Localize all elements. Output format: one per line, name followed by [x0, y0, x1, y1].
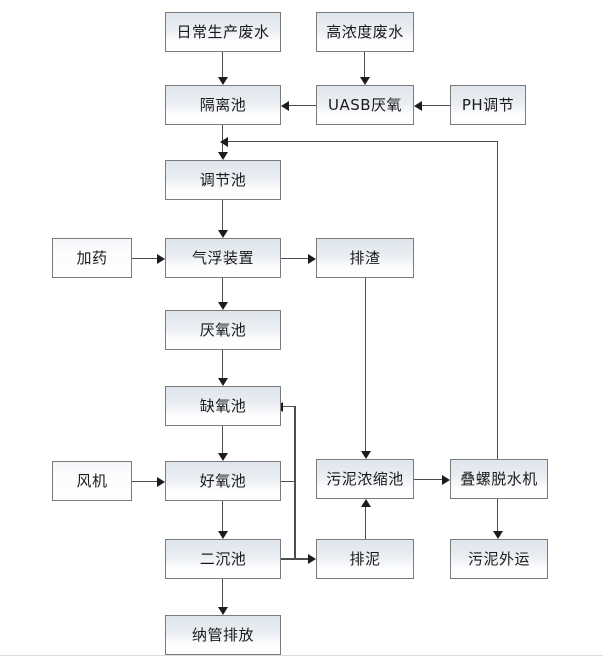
node-sludge-thickener[interactable]: 污泥浓缩池: [316, 459, 414, 499]
arrowhead-thickener-to-screwpress: [442, 475, 450, 485]
arrowhead-sludgedischarge-to-thickener: [361, 499, 371, 507]
edge-thickener-to-screwpress: [414, 479, 442, 480]
node-isolation-tank[interactable]: 隔离池: [165, 85, 281, 125]
node-secondary-clarifier[interactable]: 二沉池: [165, 539, 281, 579]
edge-return-riser-to-anoxic: [283, 406, 295, 407]
arrowhead-clarifier-to-pipedischarge: [218, 607, 228, 615]
edge-aerobic-to-return-riser: [281, 481, 295, 482]
node-high-concentration-wastewater[interactable]: 高浓度废水: [316, 12, 414, 52]
arrowhead-anaerobic-to-anoxic: [218, 378, 228, 386]
node-label: 二沉池: [199, 549, 247, 568]
arrowhead-dosing-to-flotation: [157, 254, 165, 264]
edge-clarifier-to-pipedischarge: [222, 579, 223, 607]
arrowhead-equalization-to-flotation: [218, 230, 228, 238]
node-aerobic-tank[interactable]: 好氧池: [165, 461, 281, 501]
node-label: 纳管排放: [191, 625, 254, 644]
node-label: 好氧池: [199, 471, 247, 490]
node-label: 叠螺脱水机: [460, 469, 538, 488]
node-label: 风机: [76, 471, 108, 490]
node-sludge-discharge[interactable]: 排泥: [316, 539, 414, 579]
edge-equalization-to-flotation: [222, 200, 223, 230]
arrowhead-return-to-equalization: [220, 137, 228, 147]
node-anoxic-tank[interactable]: 缺氧池: [165, 386, 281, 426]
node-label: 排渣: [349, 248, 381, 267]
node-label: UASB厌氧: [327, 95, 403, 114]
node-label: 污泥浓缩池: [326, 469, 404, 488]
edge-return-riser-horizontal: [228, 141, 498, 142]
node-pipe-network-discharge[interactable]: 纳管排放: [165, 615, 281, 655]
node-slag-discharge[interactable]: 排渣: [316, 238, 414, 278]
node-uasb-anaerobic[interactable]: UASB厌氧: [316, 85, 414, 125]
arrowhead-blower-to-aerobic: [157, 477, 165, 487]
arrowhead-aerobic-to-clarifier: [218, 531, 228, 539]
edge-flotation-to-anaerobic: [222, 278, 223, 302]
edge-anoxic-to-aerobic: [222, 426, 223, 453]
edge-sludge-return-riser: [294, 406, 296, 559]
arrowhead-uasb-to-isolation: [281, 101, 289, 111]
edge-uasb-to-isolation: [289, 105, 316, 106]
node-label: 厌氧池: [199, 320, 247, 339]
edge-blower-to-aerobic: [132, 481, 157, 482]
arrowhead-anoxic-to-aerobic: [218, 453, 228, 461]
node-sludge-offsite-transport[interactable]: 污泥外运: [450, 539, 548, 579]
edge-screwpress-to-transport: [497, 499, 498, 531]
arrowhead-slag-to-thickener: [361, 451, 371, 459]
node-label: 高浓度废水: [326, 22, 404, 41]
edge-return-riser-vertical: [497, 141, 498, 459]
node-label: 排泥: [349, 549, 381, 568]
node-label: PH调节: [461, 95, 515, 114]
node-chemical-dosing[interactable]: 加药: [52, 238, 132, 278]
edge-anaerobic-to-anoxic: [222, 350, 223, 378]
node-ph-adjustment[interactable]: PH调节: [450, 85, 526, 125]
node-equalization-tank[interactable]: 调节池: [165, 160, 281, 200]
node-label: 隔离池: [199, 95, 247, 114]
node-anaerobic-tank[interactable]: 厌氧池: [165, 310, 281, 350]
node-screw-press-dewaterer[interactable]: 叠螺脱水机: [450, 459, 548, 499]
arrowhead-flotation-to-slag: [308, 254, 316, 264]
edge-clarifier-to-sludgedischarge: [281, 558, 308, 560]
edge-dosing-to-flotation: [132, 258, 157, 259]
arrowhead-isolation-to-equalization: [218, 152, 228, 160]
node-label: 调节池: [199, 170, 247, 189]
node-label: 日常生产废水: [176, 22, 270, 41]
edge-flotation-to-slag: [281, 258, 308, 259]
node-blower[interactable]: 风机: [52, 461, 132, 501]
arrowhead-flotation-to-anaerobic: [218, 302, 228, 310]
node-label: 污泥外运: [467, 549, 530, 568]
edge-aerobic-to-clarifier: [222, 501, 223, 531]
edge-sludgedischarge-to-thickener: [365, 507, 366, 539]
edge-daily-to-isolation: [222, 52, 223, 77]
edge-slag-to-thickener: [365, 278, 366, 451]
node-label: 缺氧池: [199, 396, 247, 415]
arrowhead-highconc-to-uasb: [360, 77, 370, 85]
arrowhead-ph-to-uasb: [414, 101, 422, 111]
edge-ph-to-uasb: [422, 105, 450, 106]
arrowhead-clarifier-to-sludgedischarge: [308, 554, 316, 564]
node-air-flotation-unit[interactable]: 气浮装置: [165, 238, 281, 278]
arrowhead-daily-to-isolation: [218, 77, 228, 85]
node-label: 加药: [76, 248, 108, 267]
arrowhead-screwpress-to-transport: [493, 531, 503, 539]
node-label: 气浮装置: [191, 248, 254, 267]
node-daily-wastewater[interactable]: 日常生产废水: [165, 12, 281, 52]
edge-highconc-to-uasb: [364, 52, 365, 77]
